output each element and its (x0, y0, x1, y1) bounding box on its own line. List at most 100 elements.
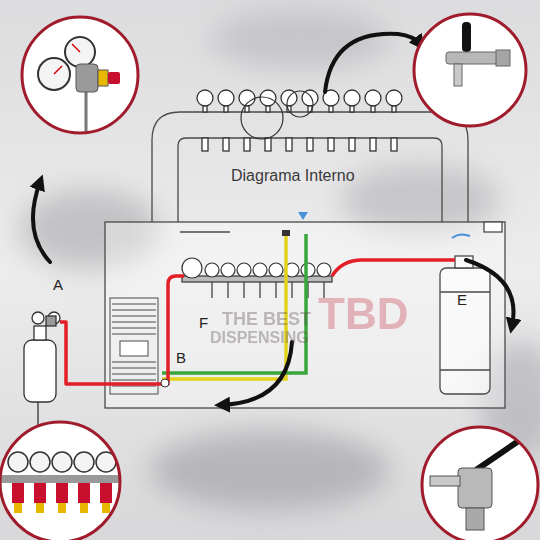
tap-handles (197, 90, 402, 151)
compressor-grille-line (112, 328, 156, 329)
pointer-arrow-path (222, 342, 292, 405)
detail-circle-regulator (22, 17, 138, 140)
detail-circle-coupler-g (430, 440, 520, 530)
co2-cylinder-circle (32, 312, 44, 324)
co2-cylinder-rect (24, 340, 56, 402)
tap-handles-rect (328, 138, 334, 151)
tap-handles-rect (349, 138, 355, 151)
tap-handles-circle (197, 90, 213, 106)
detail-circle-manifold-g-rect (34, 483, 46, 503)
compressor-grille-rect (120, 341, 148, 356)
tap-handles-rect (265, 138, 271, 151)
detail-circle-manifold-g-rect (80, 503, 88, 513)
detail-circle-manifold-g-rect (100, 483, 112, 503)
secondary-regulator-panel-circle (269, 263, 283, 277)
tap-handles-rect (202, 138, 208, 151)
detail-circle-regulator-g-line (54, 66, 62, 74)
tap-handles-circle (386, 90, 402, 106)
tap-handles-circle (218, 90, 234, 106)
detail-circle-faucet-g (446, 22, 510, 86)
tap-handles-rect (286, 138, 292, 151)
detail-circle-coupler-g-rect (430, 476, 460, 486)
magnifier-ring-circle (241, 97, 283, 139)
callout-letter: F (199, 315, 208, 330)
cabinet-rect (484, 222, 502, 232)
keg-line (440, 369, 490, 370)
detail-circle-manifold-g-rect (102, 503, 110, 513)
detail-circle-coupler-g-line (476, 440, 520, 470)
secondary-regulator-panel-circle (317, 263, 331, 277)
secondary-regulator-panel-circle (237, 263, 251, 277)
keg-rect (440, 268, 490, 394)
detail-circle-coupler-circle (422, 427, 538, 540)
detail-circle-manifold-g-rect (12, 483, 24, 503)
detail-circle-manifold-g-rect (56, 483, 68, 503)
detail-circle-manifold-circle (0, 422, 120, 540)
detail-circle-manifold-g-rect (0, 475, 130, 483)
beer-line-yellow (162, 234, 286, 379)
watermark-text: THE BEST (222, 310, 311, 328)
detail-circle-faucet-g-rect (446, 52, 502, 64)
secondary-regulator-panel-circle (221, 263, 235, 277)
detail-circle-regulator-g-rect (76, 64, 98, 92)
watermark-logo: TBD (318, 292, 408, 336)
junction-valve (161, 379, 169, 387)
co2-cylinder-line (37, 402, 38, 425)
detail-circle-manifold (0, 422, 130, 540)
detail-circle-manifold-g-rect (36, 503, 44, 513)
compressor-grille-line (112, 362, 156, 363)
detail-circle-manifold-g-circle (30, 452, 50, 472)
compressor-grille-line (112, 310, 156, 311)
detail-circle-manifold-g (0, 452, 130, 513)
secondary-regulator-panel-circle (205, 263, 219, 277)
pointer-arrow-path (33, 182, 50, 262)
tap-handles-rect (307, 138, 313, 151)
magnifier-ring (241, 91, 313, 139)
detail-circle-regulator-g-line (72, 44, 80, 52)
compressor-grille-rect (110, 298, 158, 394)
detail-circle-manifold-g-rect (78, 483, 90, 503)
beer-line-cap (282, 230, 290, 236)
tap-handles-rect (223, 138, 229, 151)
co2-cylinder-rect (34, 326, 46, 340)
tap-handles-rect (244, 138, 250, 151)
gas-line-red-path (60, 276, 184, 384)
detail-circle-manifold-g-rect (14, 503, 22, 513)
detail-circle-faucet-g-rect (454, 64, 462, 86)
detail-circle-regulator-circle (22, 17, 138, 133)
secondary-regulator-panel-circle (301, 263, 315, 277)
detail-circle-faucet (414, 14, 526, 126)
secondary-regulator-panel-line (275, 282, 276, 298)
detail-circle-regulator-g-circle (65, 37, 95, 67)
tap-handles-rect (370, 138, 376, 151)
compressor-grille-line (112, 380, 156, 381)
beer-tower-path (178, 138, 442, 222)
beer-line-green-path (162, 234, 306, 373)
detail-circle-coupler-circle (422, 427, 538, 540)
secondary-regulator-panel-line (227, 282, 228, 298)
secondary-regulator-panel-circle (182, 258, 202, 278)
detail-circle-regulator-g-rect (108, 72, 120, 84)
keg-coupler-handle-path (452, 234, 470, 238)
tap-handles-rect (224, 106, 228, 112)
detail-circle-faucet-g-rect (462, 22, 471, 52)
secondary-regulator-panel-line (291, 282, 292, 298)
detail-circle-coupler-g-rect (458, 468, 492, 508)
tap-handles-circle (365, 90, 381, 106)
detail-circle-manifold-g-circle (8, 452, 28, 472)
callout-letter: A (53, 277, 63, 292)
co2-cylinder (24, 312, 60, 425)
watermark-text: DISPENSING (210, 330, 309, 346)
compressor-grille-line (112, 304, 156, 305)
secondary-regulator-panel-line (211, 282, 212, 298)
detail-circle-regulator-g-rect (98, 70, 108, 86)
background-g-ellipse (150, 430, 390, 510)
tap-handles-rect (391, 138, 397, 151)
callout-letter: B (176, 350, 186, 365)
cabinet (105, 222, 505, 408)
beer-line-green (162, 234, 306, 373)
compressor-grille (110, 298, 158, 394)
callout-letter: E (457, 292, 467, 307)
detail-circle-faucet-circle (414, 14, 526, 126)
